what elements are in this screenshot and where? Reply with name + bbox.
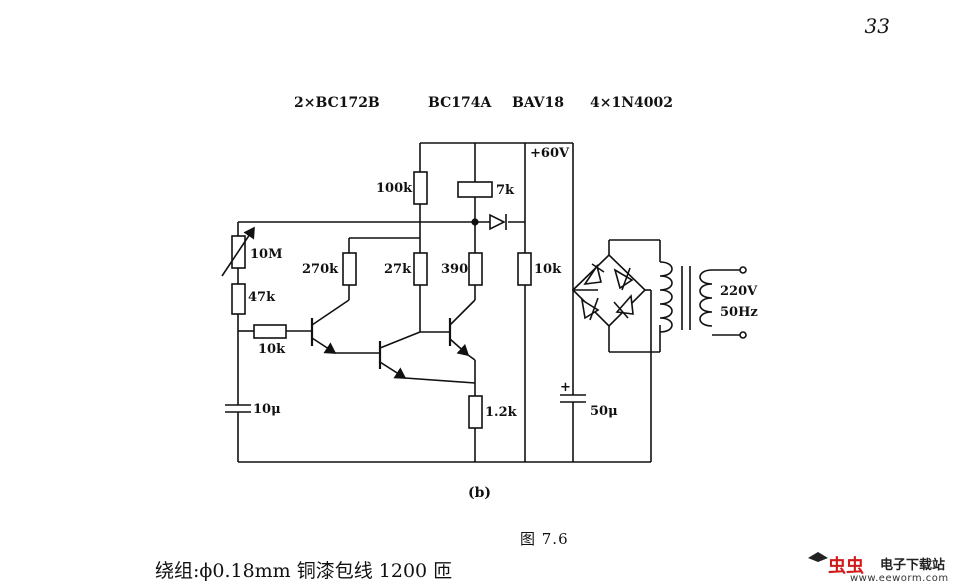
bridge-rectifier xyxy=(571,239,661,462)
watermark-logo-icon: 虫虫 xyxy=(808,552,864,576)
potentiometer-10M xyxy=(221,222,255,284)
svg-text:虫虫: 虫虫 xyxy=(828,555,864,576)
label-10M: 10M xyxy=(250,247,283,262)
figure-caption: 图 7.6 xyxy=(520,530,569,548)
subfigure-caption: (b) xyxy=(468,485,492,501)
watermark-url: www.eeworm.com xyxy=(850,573,949,584)
capacitor-10u xyxy=(225,404,251,462)
label-27k: 27k xyxy=(384,262,412,277)
capacitor-50u xyxy=(560,394,586,462)
label-50u: 50μ xyxy=(590,404,618,419)
feedback-line xyxy=(238,218,525,226)
label-47k: 47k xyxy=(248,290,276,305)
resistor-1-2k xyxy=(468,395,483,462)
resistor-270k xyxy=(342,237,420,300)
diode-bav18 xyxy=(489,213,507,231)
header-bridge-1n4002: 4×1N4002 xyxy=(590,95,673,111)
transistor-t2 xyxy=(378,331,476,384)
page-number: 33 xyxy=(864,14,890,38)
label-1-2k: 1.2k xyxy=(485,405,517,420)
resistor-100k xyxy=(413,143,428,222)
transistor-t3 xyxy=(448,299,476,396)
label-50hz: 50Hz xyxy=(720,305,758,320)
resistor-10k-series xyxy=(238,324,312,339)
label-supply-60v: +60V xyxy=(530,146,570,161)
label-100k: 100k xyxy=(376,181,413,196)
label-270k: 270k xyxy=(302,262,339,277)
header-transistors-bc172b: 2×BC172B xyxy=(294,95,380,111)
resistor-390 xyxy=(468,222,483,300)
label-220v: 220V xyxy=(720,284,758,299)
label-10u: 10μ xyxy=(253,402,281,417)
label-10k-vertical: 10k xyxy=(534,262,562,277)
label-cap-plus: + xyxy=(560,380,571,395)
header-diode-bav18: BAV18 xyxy=(512,95,565,111)
resistor-27k xyxy=(413,222,428,332)
label-10k-series: 10k xyxy=(258,342,286,357)
relay-coil-7k xyxy=(457,143,493,222)
transistor-t1 xyxy=(310,299,380,354)
label-390: 390 xyxy=(441,262,469,277)
watermark-site-name: 电子下载站 xyxy=(880,558,946,573)
resistor-47k xyxy=(231,283,246,405)
resistor-10k-vertical xyxy=(517,252,532,286)
winding-note: 绕组:ϕ0.18mm 铜漆包线 1200 匝 xyxy=(155,560,453,582)
supply-rail xyxy=(420,142,574,462)
label-7k: 7k xyxy=(496,183,515,198)
header-transistor-bc174a: BC174A xyxy=(428,95,492,111)
transformer xyxy=(659,261,747,339)
watermark: 虫虫 电子下载站 www.eeworm.com xyxy=(806,548,956,588)
